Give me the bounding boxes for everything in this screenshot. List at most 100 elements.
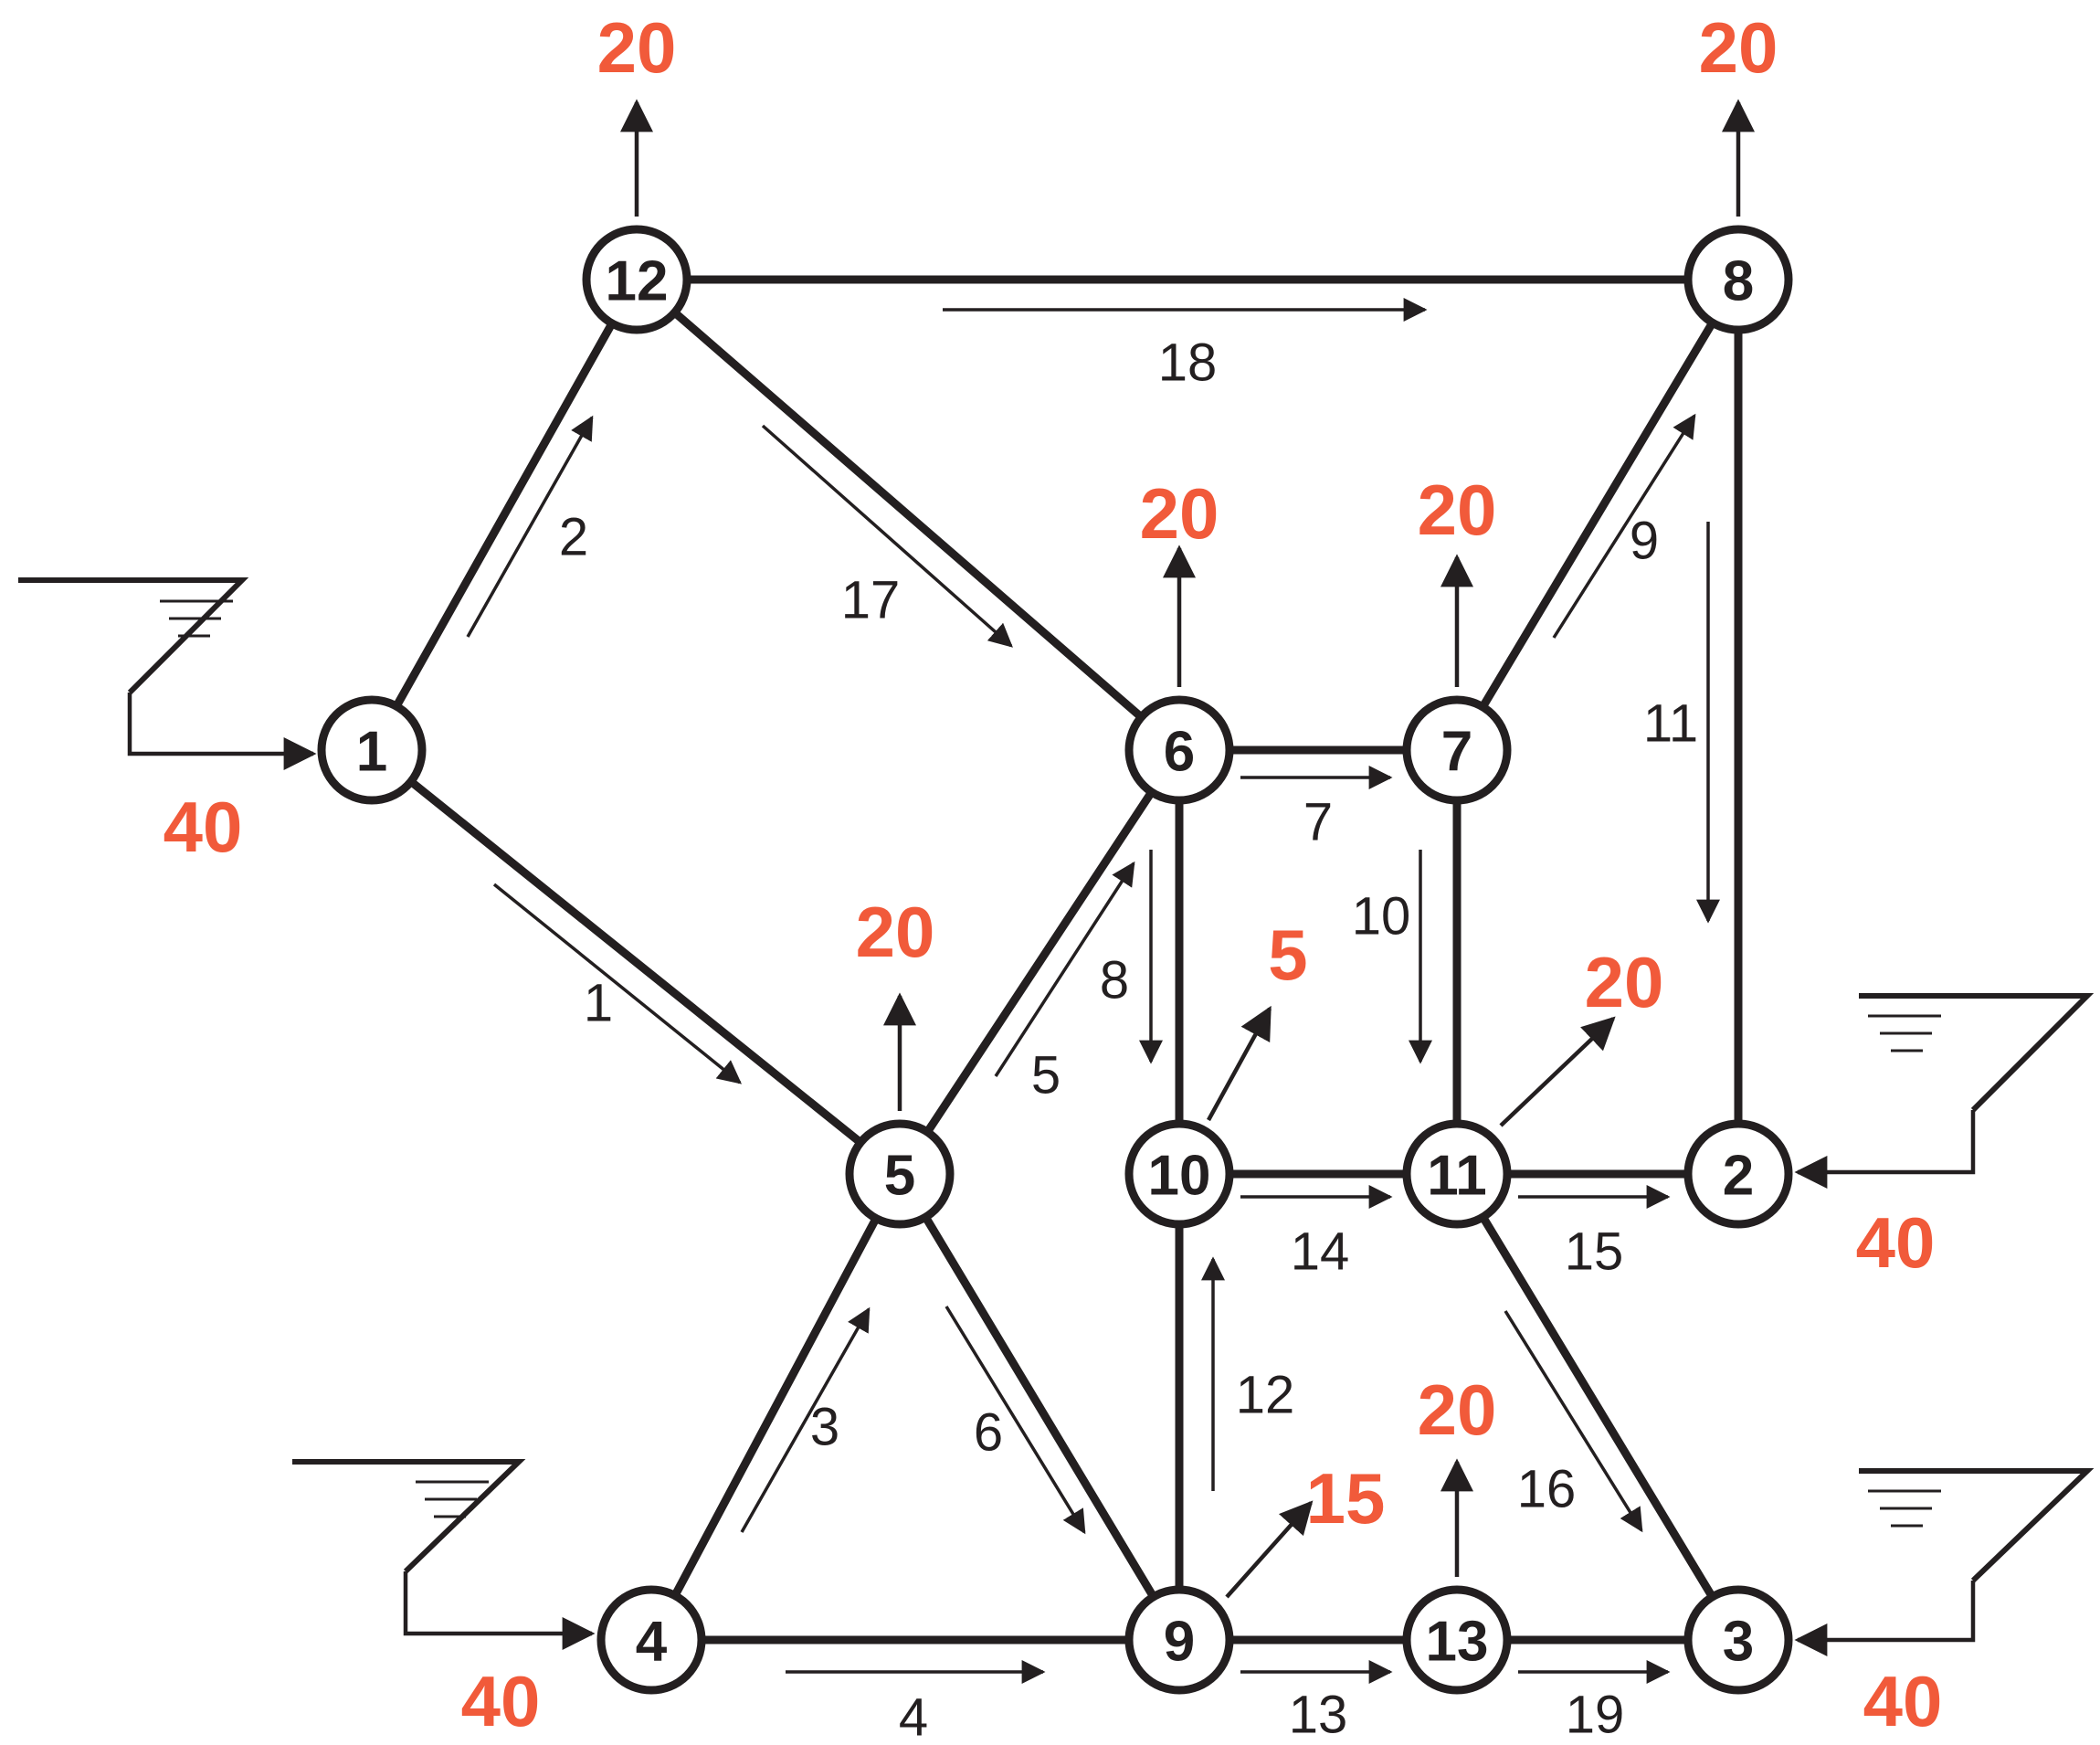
node-circle: [1402, 1119, 1512, 1229]
node-label: 4: [636, 1611, 668, 1674]
node-13: 13: [1402, 1585, 1512, 1695]
flow-arrow-16: [1504, 1310, 1643, 1533]
demand-arrow-10: [1207, 1005, 1272, 1122]
node-label: 8: [1723, 250, 1754, 313]
pipe-label-18: 18: [1158, 333, 1218, 393]
pipe-label-6: 6: [974, 1403, 1003, 1463]
node-4: 4: [596, 1585, 706, 1695]
node-label: 12: [606, 250, 669, 313]
pipe-label-13: 13: [1289, 1686, 1348, 1745]
pipe-9: [1452, 275, 1743, 755]
pipe-label-5: 5: [1031, 1046, 1061, 1105]
demand-value-13: 20: [1418, 1370, 1497, 1450]
node-circle: [1124, 1585, 1234, 1695]
node-9: 9: [1124, 1585, 1234, 1695]
pipe-label-14: 14: [1291, 1222, 1350, 1282]
pipe-label-19: 19: [1566, 1686, 1625, 1745]
pipe-2: [367, 275, 641, 755]
node-7: 7: [1402, 695, 1512, 805]
tanks-layer: [18, 577, 2095, 1656]
node-label: 3: [1723, 1611, 1754, 1674]
node-circle: [582, 225, 691, 334]
flow-arrow-17: [761, 424, 1013, 648]
node-label: 2: [1723, 1145, 1754, 1208]
demand-arrow-11: [1499, 1016, 1616, 1127]
pipe-6: [895, 1169, 1184, 1645]
pipe-label-10: 10: [1352, 887, 1411, 947]
pipe-16: [1452, 1169, 1743, 1645]
demand-value-9: 15: [1306, 1458, 1386, 1539]
node-2: 2: [1683, 1119, 1793, 1229]
node-1: 1: [317, 695, 427, 805]
node-circle: [1683, 1119, 1793, 1229]
node-10: 10: [1124, 1119, 1234, 1229]
node-label: 13: [1426, 1611, 1489, 1674]
pipes-layer: [367, 275, 1743, 1645]
pipe-label-12: 12: [1236, 1366, 1295, 1425]
pipe-label-9: 9: [1630, 512, 1659, 571]
flow-arrow-6: [944, 1306, 1086, 1535]
node-circle: [1402, 695, 1512, 805]
flow-arrow-5: [994, 861, 1135, 1077]
pipe-3: [647, 1169, 904, 1645]
node-circle: [1402, 1585, 1512, 1695]
node-label: 1: [356, 721, 387, 784]
pipe-label-11: 11: [1643, 694, 1698, 754]
reservoir-3: [1794, 1468, 2095, 1656]
supply-arrow-1: [127, 693, 317, 770]
pipe-label-2: 2: [559, 508, 588, 567]
pipe-17: [632, 275, 1184, 755]
demand-arrow-9: [1225, 1500, 1314, 1599]
supply-value-4: 40: [461, 1661, 541, 1741]
flow-arrows-layer: [466, 298, 1720, 1684]
supply-value-1: 40: [164, 787, 243, 867]
pipe-label-3: 3: [810, 1398, 839, 1457]
demand-value-10: 5: [1268, 915, 1307, 995]
node-circle: [1683, 225, 1793, 334]
demand-value-11: 20: [1585, 942, 1664, 1022]
demand-value-7: 20: [1418, 470, 1497, 550]
reservoir-icon: [292, 1459, 526, 1574]
supply-arrow-4: [403, 1571, 596, 1650]
reservoir-1: [18, 577, 317, 770]
node-circle: [317, 695, 427, 805]
flow-arrow-9: [1552, 413, 1696, 639]
node-11: 11: [1402, 1119, 1512, 1229]
demand-value-8: 20: [1699, 7, 1778, 88]
pipe-label-16: 16: [1517, 1460, 1577, 1519]
reservoir-icon: [18, 577, 249, 695]
supply-arrow-2: [1794, 1110, 1976, 1189]
node-circle: [596, 1585, 706, 1695]
demand-value-12: 20: [597, 7, 677, 88]
node-circle: [1124, 1119, 1234, 1229]
flow-arrow-2: [466, 415, 594, 638]
flow-arrow-1: [492, 883, 743, 1084]
demand-value-6: 20: [1140, 473, 1219, 554]
node-5: 5: [845, 1119, 955, 1229]
pipe-label-17: 17: [841, 571, 901, 630]
demand-value-5: 20: [856, 892, 935, 972]
reservoir-4: [292, 1459, 596, 1650]
node-label: 5: [884, 1145, 915, 1208]
node-3: 3: [1683, 1585, 1793, 1695]
reservoir-2: [1794, 993, 2095, 1189]
node-label: 11: [1427, 1145, 1487, 1208]
reservoir-icon: [1859, 993, 2095, 1113]
pipe-label-4: 4: [899, 1688, 928, 1745]
supply-arrow-3: [1794, 1581, 1976, 1656]
node-circle: [1124, 695, 1234, 805]
node-label: 10: [1148, 1145, 1211, 1208]
node-8: 8: [1683, 225, 1793, 334]
pipe-5: [895, 746, 1184, 1179]
node-label: 6: [1164, 721, 1195, 784]
node-label: 9: [1164, 1611, 1195, 1674]
pipe-label-8: 8: [1100, 951, 1129, 1010]
supply-value-2: 40: [1856, 1202, 1936, 1283]
pipe-1: [367, 746, 904, 1179]
reservoir-icon: [1859, 1468, 2095, 1583]
node-circle: [1683, 1585, 1793, 1695]
pipe-label-1: 1: [584, 974, 613, 1033]
